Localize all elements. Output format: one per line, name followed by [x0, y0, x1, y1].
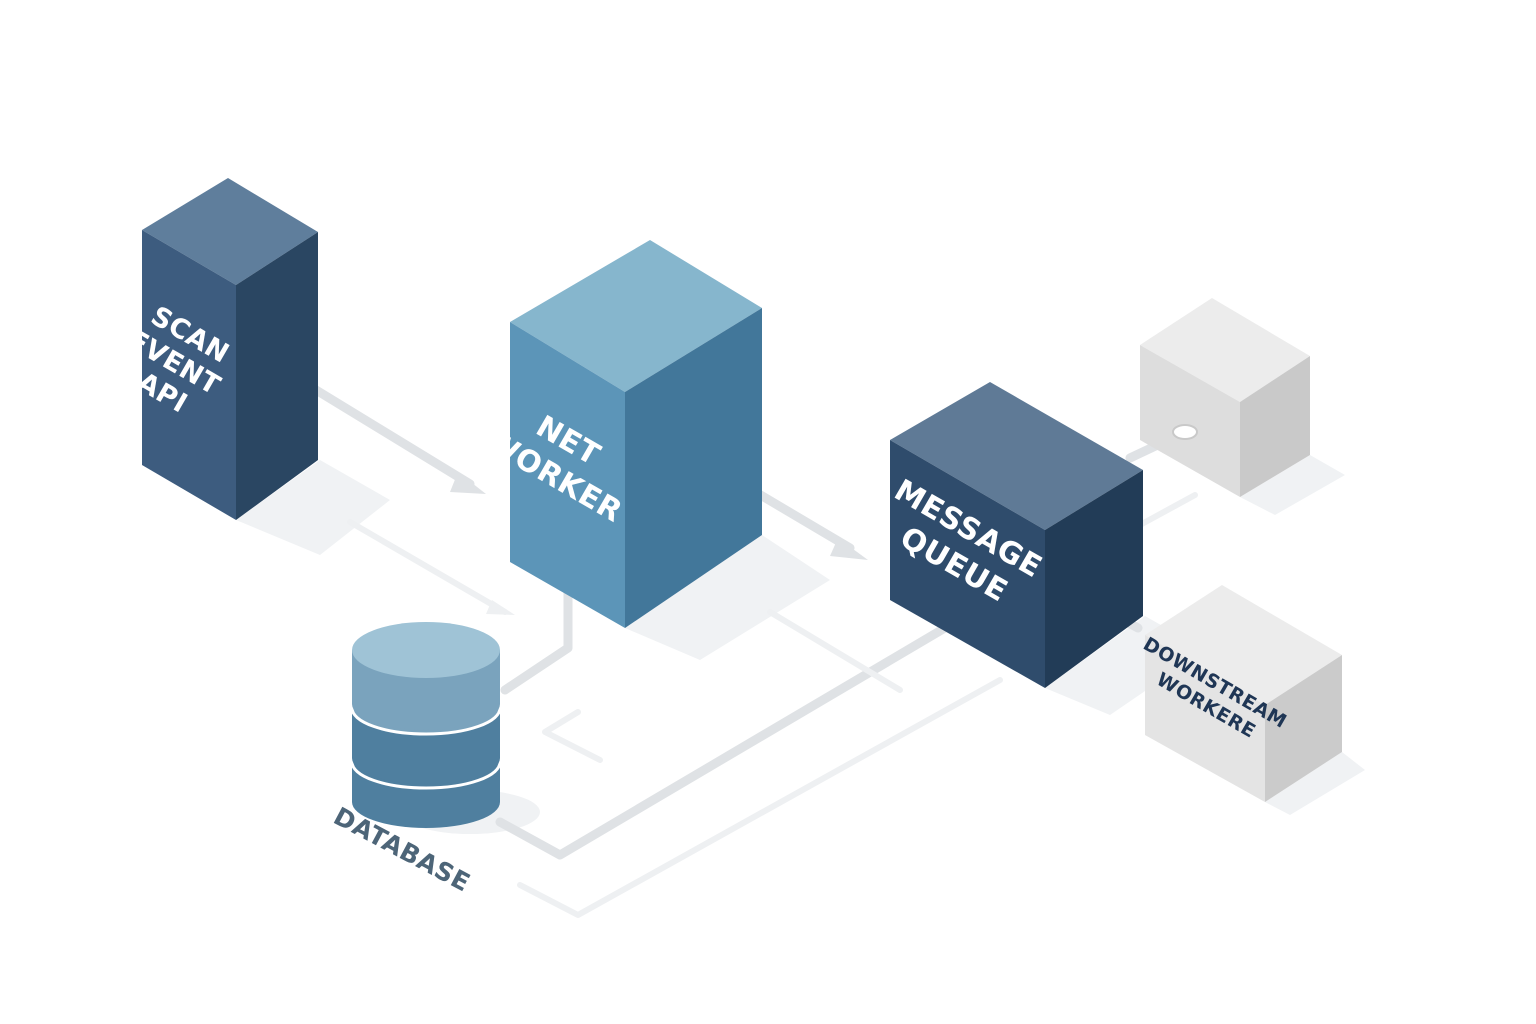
- database-node[interactable]: DATABASE: [329, 622, 502, 898]
- connector-queue-to-database: [495, 617, 960, 860]
- worker-box-top-top: [1140, 298, 1310, 402]
- faint-connector-3: [517, 677, 1003, 918]
- database-top-cap: [352, 622, 500, 678]
- downstream-worker-left-face: [1145, 635, 1265, 802]
- worker-box-top-node[interactable]: [1140, 298, 1310, 497]
- net-worker-top: [510, 240, 762, 392]
- shadow-net-worker: [625, 535, 830, 660]
- message-queue-right-face: [1045, 470, 1143, 688]
- scan-event-api-node[interactable]: SCAN EVENT API: [106, 178, 318, 520]
- scan-event-api-top: [142, 178, 318, 285]
- message-queue-top: [890, 382, 1143, 530]
- faint-connector-5: [1137, 492, 1198, 528]
- arrowhead-api-to-networker: [450, 472, 486, 494]
- worker-box-top-left-face: [1140, 345, 1240, 497]
- shadow-worker-box-top: [1240, 455, 1345, 515]
- scan-event-api-left-face: [142, 230, 236, 520]
- downstream-worker-top: [1145, 585, 1342, 705]
- message-queue-node[interactable]: MESSAGE QUEUE: [869, 382, 1143, 688]
- faint-connector-4: [542, 709, 603, 763]
- faint-connector-1: [347, 519, 508, 615]
- worker-box-top-port: [1172, 424, 1198, 440]
- arrowhead-networker-to-queue: [830, 538, 868, 560]
- downstream-worker-right-face: [1265, 655, 1342, 802]
- faint-arrowhead-1: [486, 600, 515, 615]
- downstream-worker-node[interactable]: DOWNSTREAM WORKERE: [1127, 585, 1342, 802]
- faint-connector-2: [767, 609, 903, 693]
- worker-box-top-right-face: [1240, 356, 1310, 497]
- net-worker-left-face: [510, 322, 625, 628]
- message-queue-left-face: [890, 440, 1045, 688]
- scan-event-api-right-face: [236, 232, 318, 520]
- net-worker-node[interactable]: NET WORKER: [479, 240, 762, 628]
- shadow-downstream-worker: [1265, 752, 1365, 815]
- shadow-scan-event-api: [236, 460, 390, 555]
- net-worker-right-face: [625, 308, 762, 628]
